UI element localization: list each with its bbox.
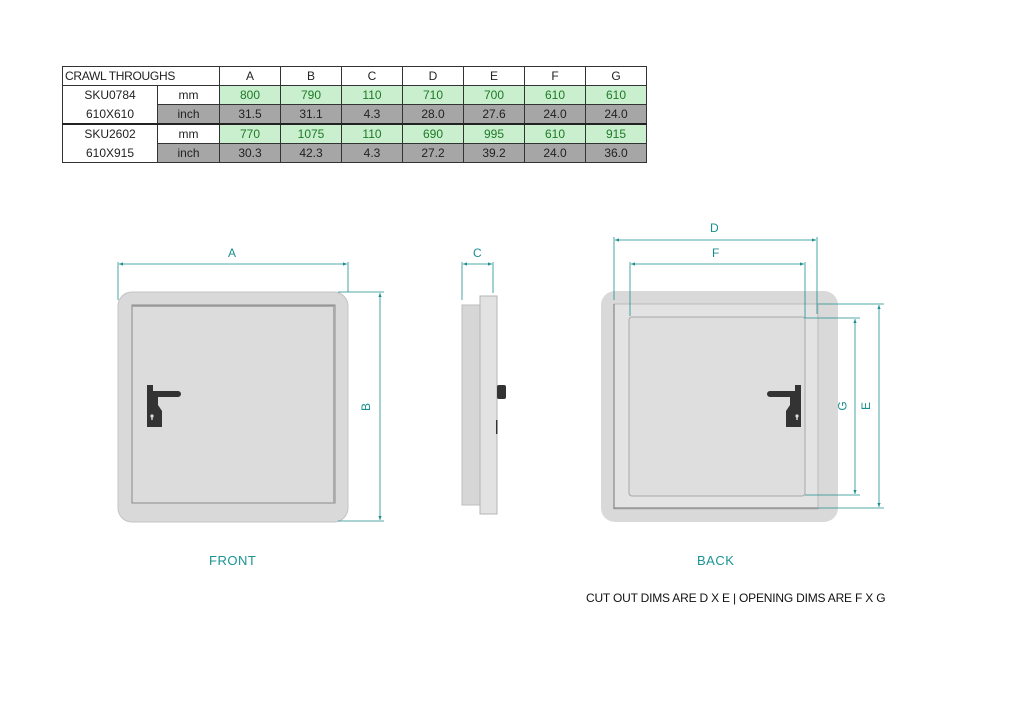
sku-code: SKU2602 — [62, 123, 158, 144]
table-header-row: CRAWL THROUGHS A B C D E F G — [62, 66, 647, 86]
value-cell: 39.2 — [463, 143, 525, 163]
value-cell: 30.3 — [219, 143, 281, 163]
table-row: 610X915 inch 30.3 42.3 4.3 27.2 39.2 24.… — [62, 143, 647, 163]
dimensions-note: CUT OUT DIMS ARE D X E | OPENING DIMS AR… — [586, 591, 886, 605]
value-cell: 110 — [341, 85, 403, 105]
dim-label-g: G — [835, 401, 850, 411]
value-cell: 4.3 — [341, 104, 403, 125]
dim-label-f: F — [712, 246, 720, 260]
value-cell: 690 — [402, 123, 464, 144]
dim-label-c: C — [473, 246, 482, 260]
value-cell: 790 — [280, 85, 342, 105]
value-cell: 710 — [402, 85, 464, 105]
back-view — [601, 237, 884, 522]
side-view — [461, 262, 506, 515]
unit-label: mm — [157, 85, 220, 105]
value-cell: 31.5 — [219, 104, 281, 125]
dim-label-e: E — [859, 401, 874, 411]
value-cell: 610 — [585, 85, 647, 105]
value-cell: 27.2 — [402, 143, 464, 163]
dim-label-a: A — [228, 246, 237, 260]
table-row: SKU0784 mm 800 790 110 710 700 610 610 — [62, 85, 647, 105]
value-cell: 1075 — [280, 123, 342, 144]
value-cell: 610 — [524, 123, 586, 144]
sku-code: SKU0784 — [62, 85, 158, 105]
sku-size: 610X610 — [62, 104, 158, 125]
front-view-label: FRONT — [209, 553, 257, 568]
value-cell: 42.3 — [280, 143, 342, 163]
value-cell: 700 — [463, 85, 525, 105]
crawl-throughs-spec-table: CRAWL THROUGHS A B C D E F G SKU0784 mm … — [62, 66, 647, 163]
value-cell: 36.0 — [585, 143, 647, 163]
unit-label: inch — [157, 143, 220, 163]
value-cell: 610 — [524, 85, 586, 105]
value-cell: 31.1 — [280, 104, 342, 125]
unit-label: mm — [157, 123, 220, 144]
door-latch-icon — [147, 385, 181, 427]
value-cell: 24.0 — [524, 104, 586, 125]
unit-label: inch — [157, 104, 220, 125]
table-row: SKU2602 mm 770 1075 110 690 995 610 915 — [62, 123, 647, 144]
front-view — [117, 262, 384, 523]
dim-label-b: B — [359, 402, 374, 412]
door-latch-icon — [767, 385, 801, 427]
value-cell: 28.0 — [402, 104, 464, 125]
back-view-label: BACK — [697, 553, 735, 568]
value-cell: 4.3 — [341, 143, 403, 163]
dim-label-d: D — [710, 221, 719, 235]
value-cell: 24.0 — [585, 104, 647, 125]
value-cell: 800 — [219, 85, 281, 105]
table-row: 610X610 inch 31.5 31.1 4.3 28.0 27.6 24.… — [62, 104, 647, 125]
value-cell: 110 — [341, 123, 403, 144]
